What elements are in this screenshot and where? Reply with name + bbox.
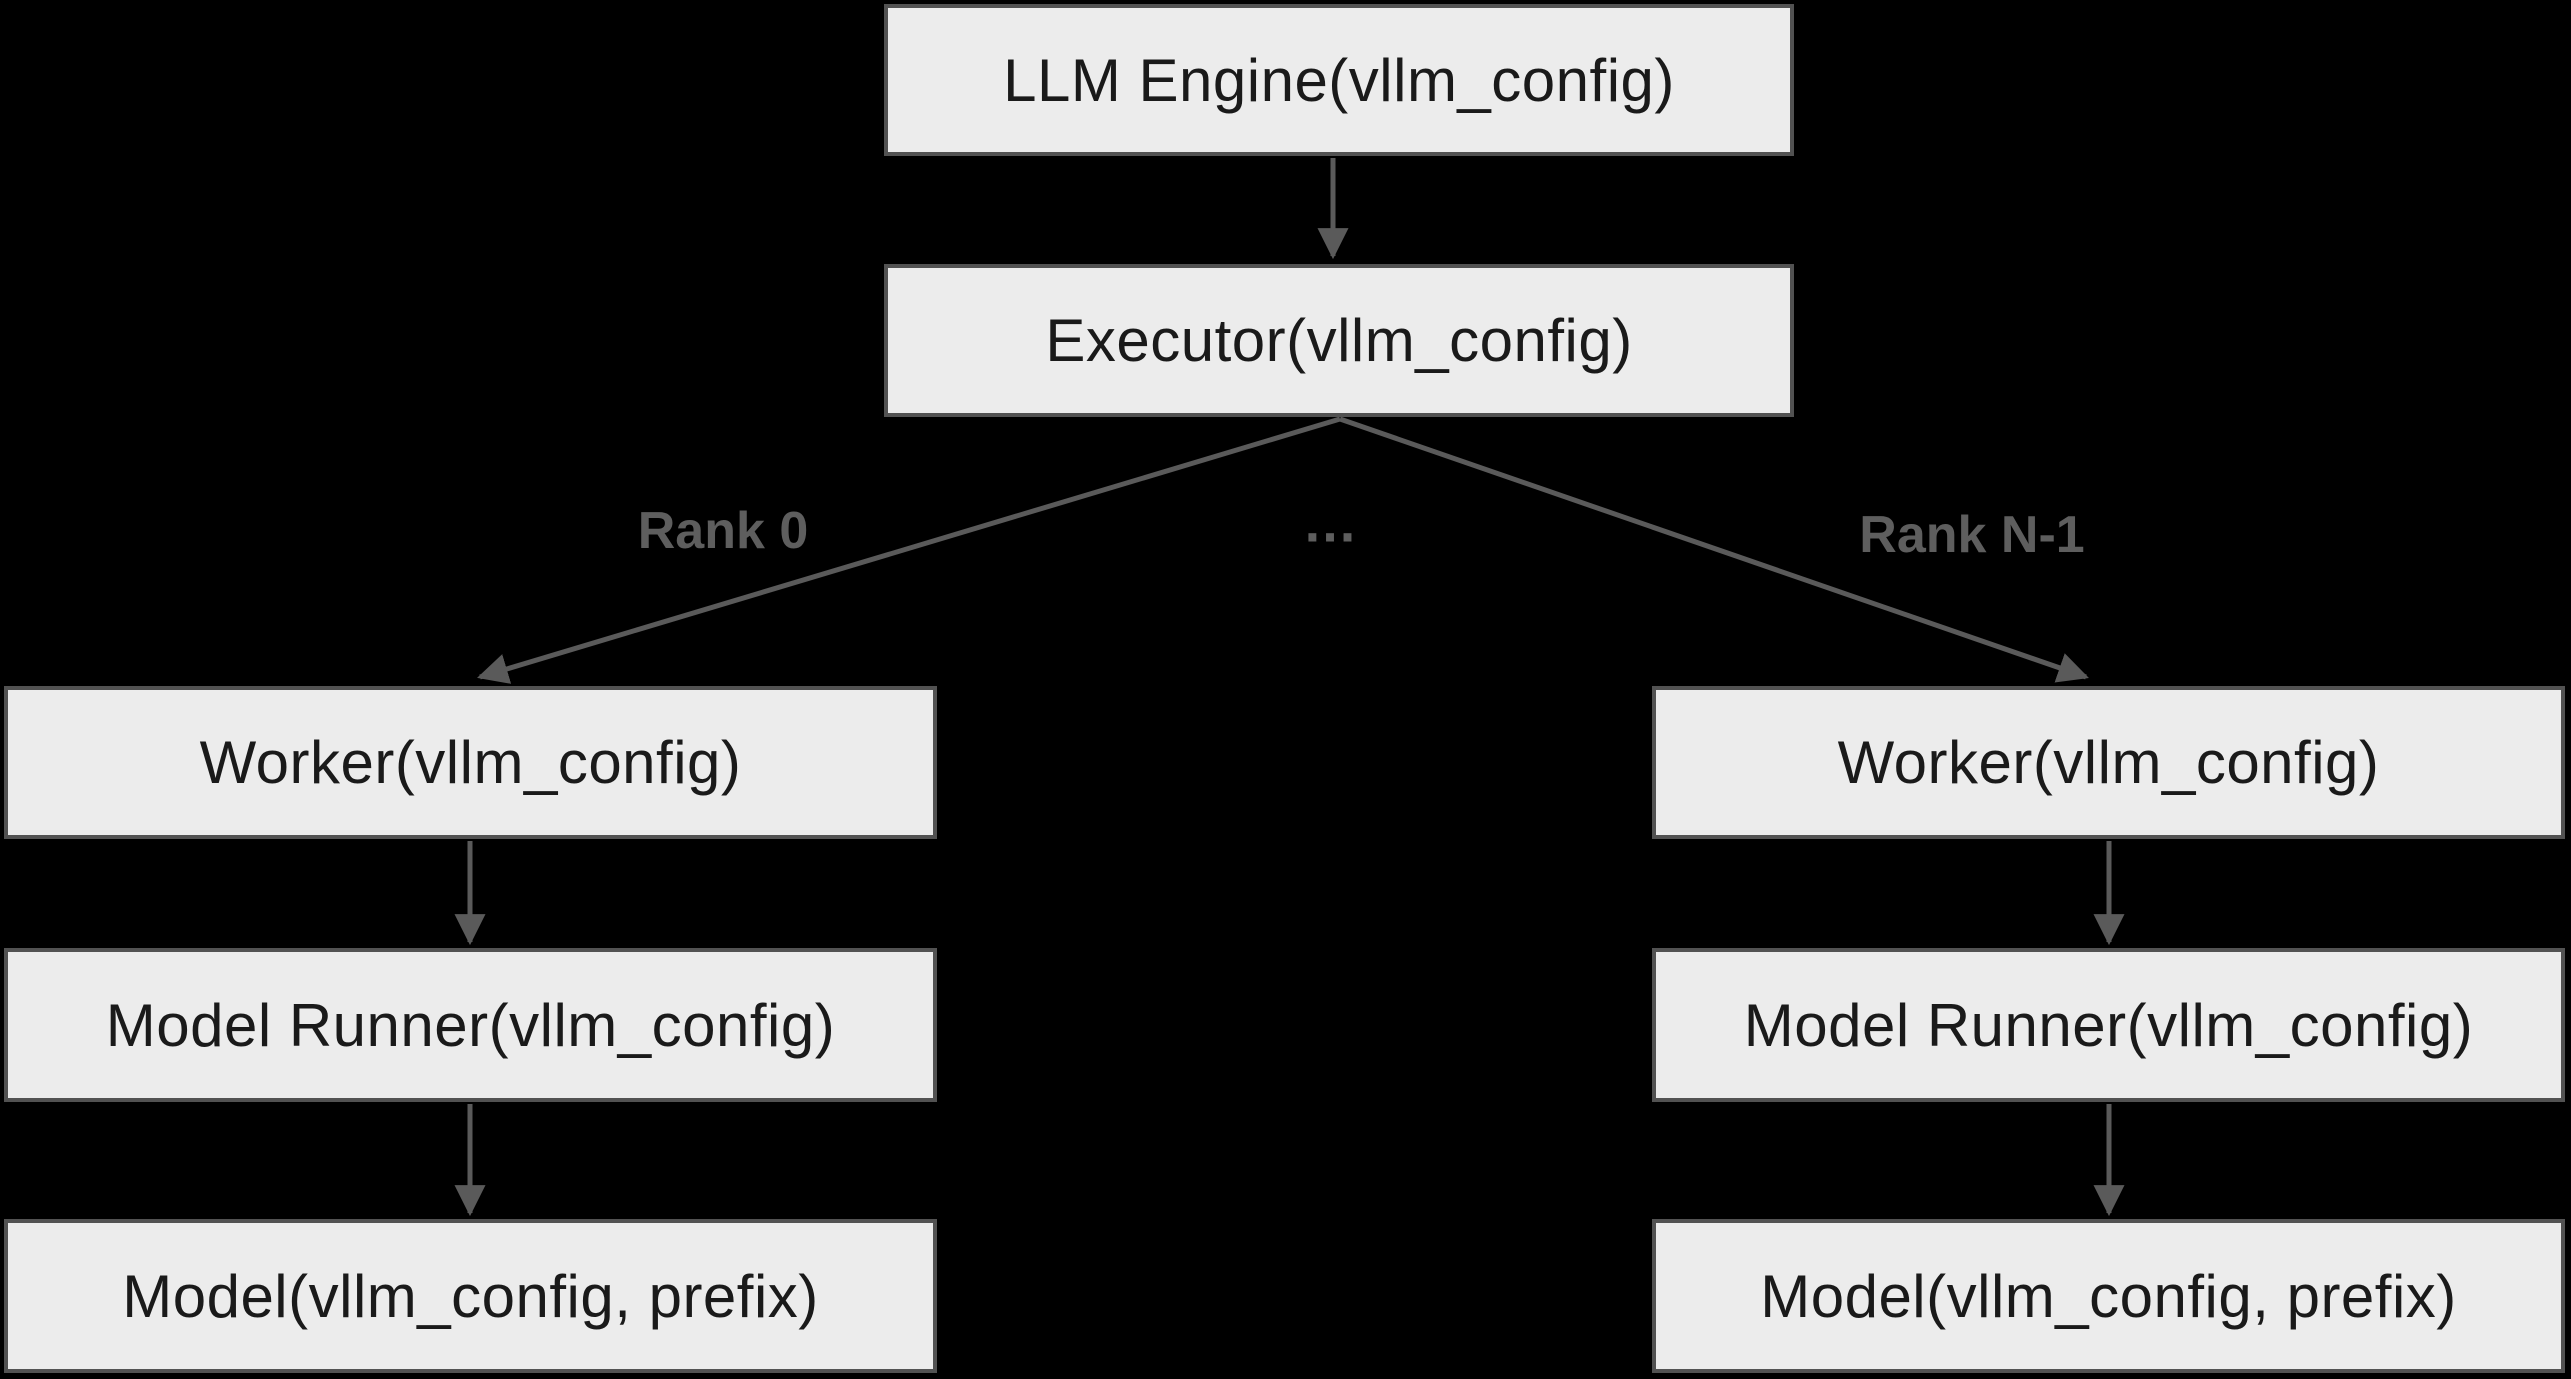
edge-label-ellipsis: ... <box>1304 490 1358 554</box>
node-model-runner-rank-n-1-label: Model Runner(vllm_config) <box>1743 991 2474 1059</box>
node-model-runner-rank-0: Model Runner(vllm_config) <box>4 948 937 1102</box>
node-executor-label: Executor(vllm_config) <box>1045 307 1633 374</box>
node-llm-engine: LLM Engine(vllm_config) <box>884 4 1794 156</box>
node-model-rank-0-label: Model(vllm_config, prefix) <box>122 1262 819 1330</box>
node-model-runner-rank-0-label: Model Runner(vllm_config) <box>105 991 836 1059</box>
node-worker-rank-0: Worker(vllm_config) <box>4 686 937 839</box>
node-worker-rank-n-1-label: Worker(vllm_config) <box>1837 729 2380 796</box>
edge-executor-to-worker-left <box>477 416 1341 684</box>
node-model-rank-0: Model(vllm_config, prefix) <box>4 1219 937 1373</box>
node-llm-engine-label: LLM Engine(vllm_config) <box>1003 46 1675 114</box>
edge-executor-to-worker-right <box>1339 416 2089 683</box>
node-worker-rank-n-1: Worker(vllm_config) <box>1652 686 2565 839</box>
edge-label-rank-0: Rank 0 <box>637 502 809 560</box>
node-worker-rank-0-label: Worker(vllm_config) <box>199 729 742 796</box>
node-model-rank-n-1: Model(vllm_config, prefix) <box>1652 1219 2565 1373</box>
node-model-rank-n-1-label: Model(vllm_config, prefix) <box>1760 1262 2457 1330</box>
node-executor: Executor(vllm_config) <box>884 264 1794 417</box>
edge-label-rank-n-1: Rank N-1 <box>1859 506 2085 564</box>
node-model-runner-rank-n-1: Model Runner(vllm_config) <box>1652 948 2565 1102</box>
